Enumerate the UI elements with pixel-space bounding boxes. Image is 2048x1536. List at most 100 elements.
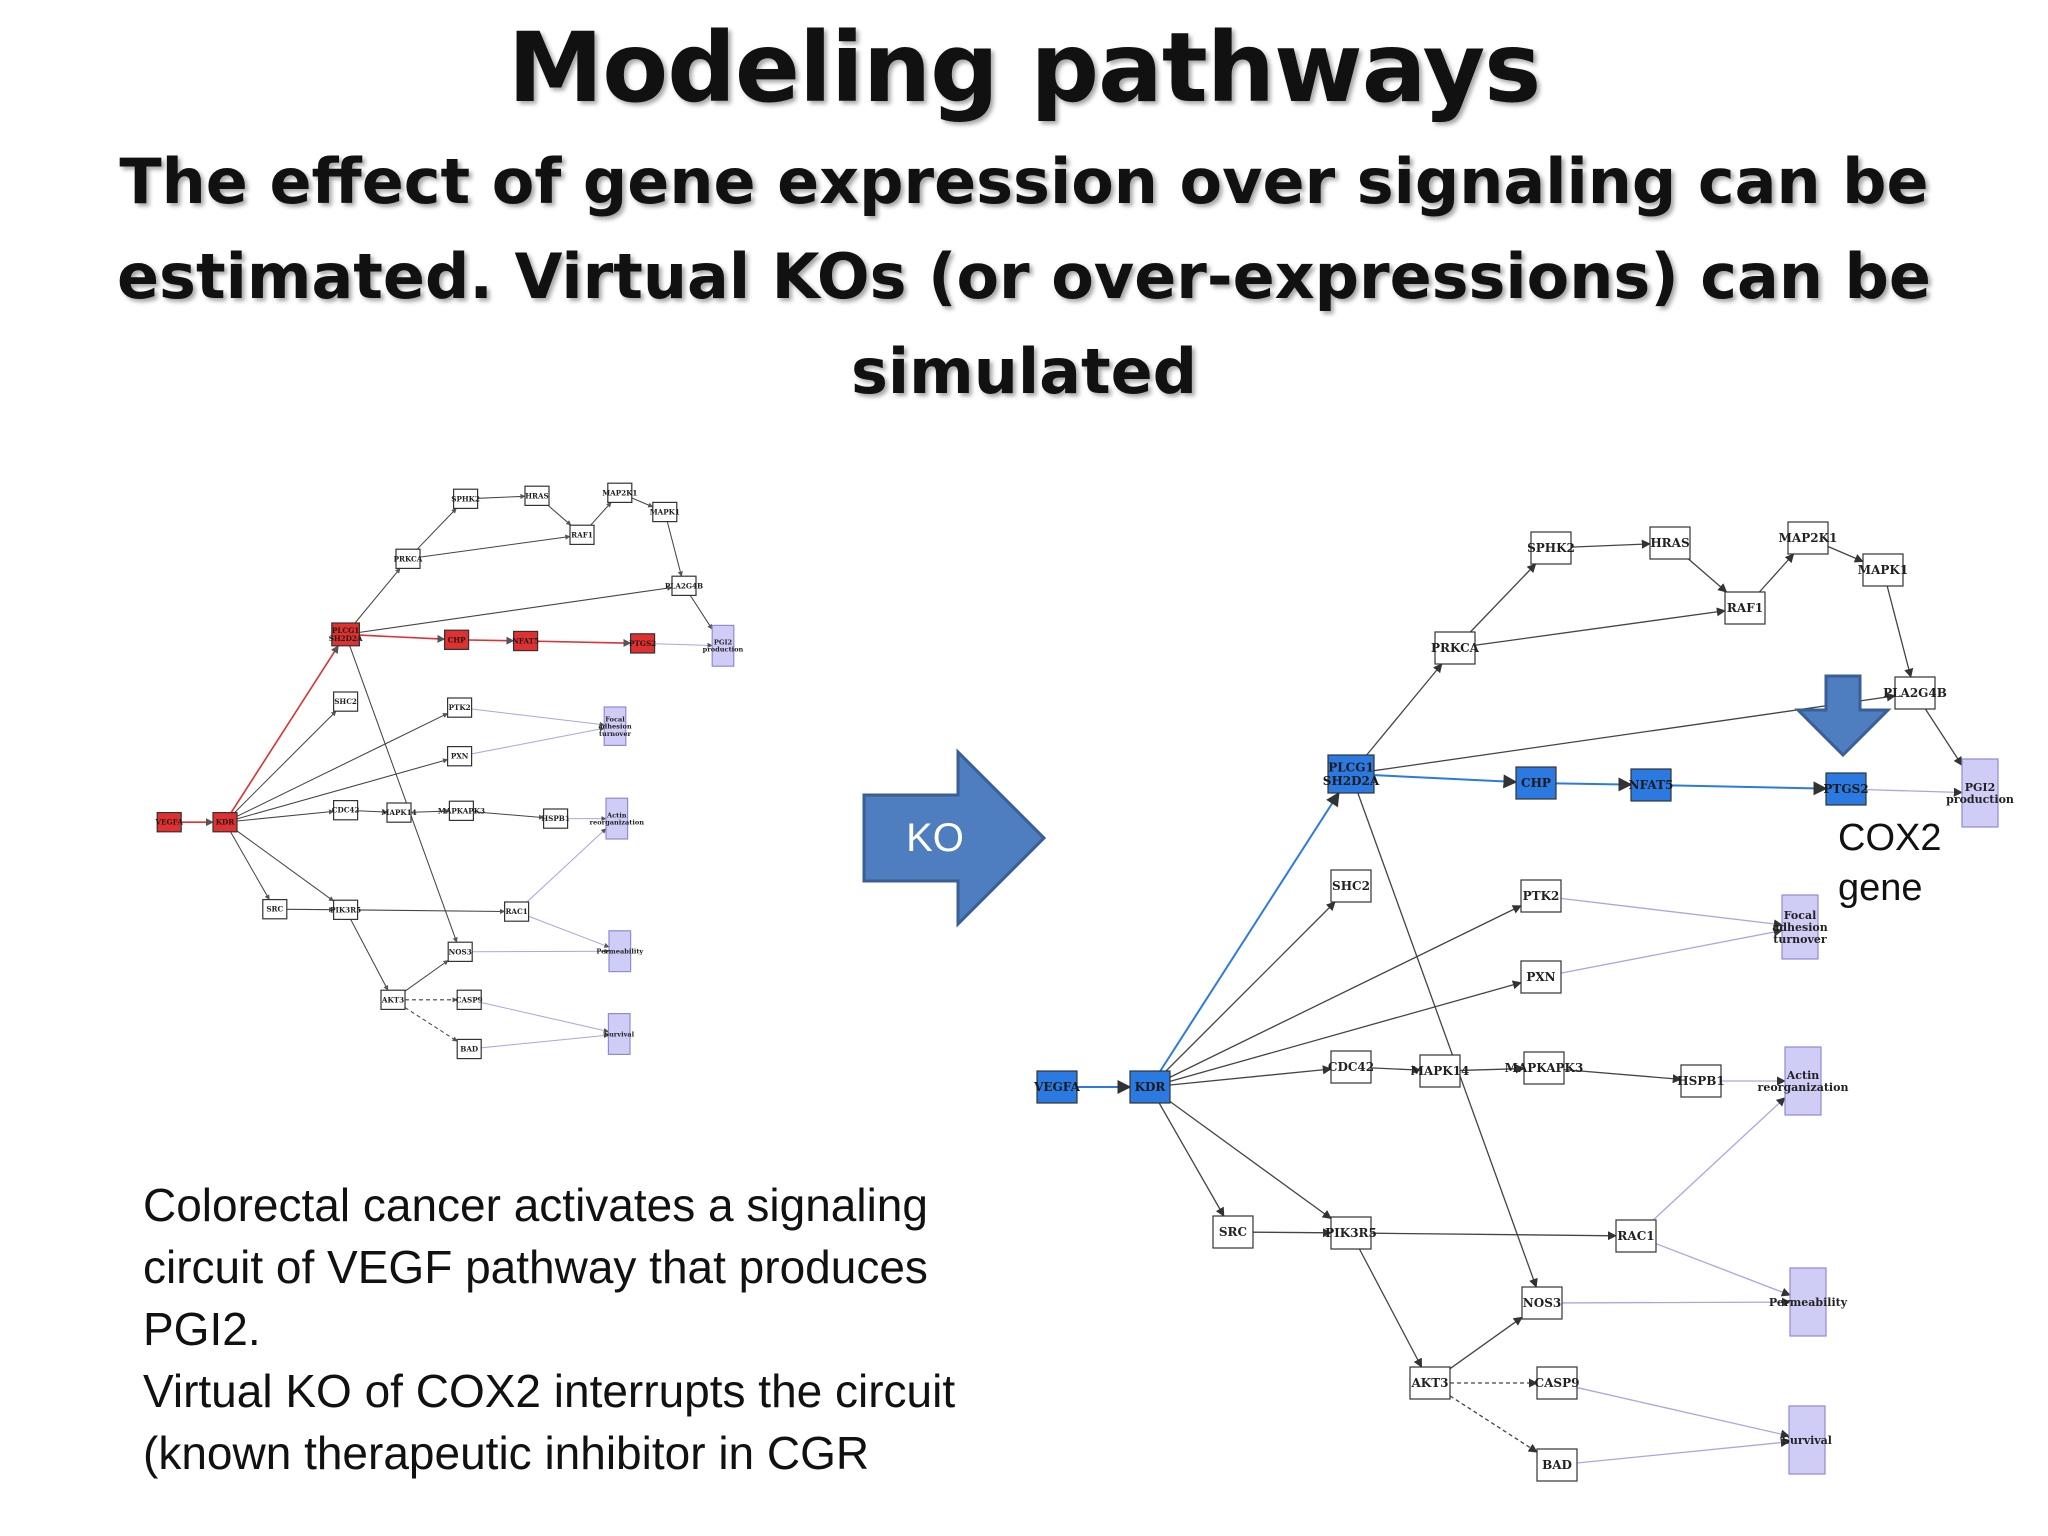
node-surv xyxy=(1788,1405,1826,1475)
node-pla2g4b xyxy=(671,575,697,597)
edge-akt3-bad xyxy=(1449,1395,1538,1453)
node-actin xyxy=(605,797,629,840)
node-cdc42 xyxy=(333,799,359,821)
node-label-nfat5: NFAT5 xyxy=(512,637,539,646)
node-prkca xyxy=(395,548,421,570)
node-label-nfat5: NFAT5 xyxy=(1629,778,1674,792)
node-kdr xyxy=(212,811,238,833)
edge-kdr-ptk2 xyxy=(1169,905,1522,1078)
edge-hras-raf1 xyxy=(1688,558,1728,593)
node-nfat5 xyxy=(1630,768,1672,802)
node-ptk2 xyxy=(447,697,473,718)
node-label-rac1: RAC1 xyxy=(1617,1229,1654,1243)
node-label-hspb1: HSPB1 xyxy=(541,814,569,823)
slide-subtitle-line-3: simulated xyxy=(850,335,1198,408)
node-mapk14 xyxy=(386,802,412,823)
node-label-kdr: KDR xyxy=(1135,1080,1167,1094)
node-focal xyxy=(1781,894,1819,960)
ko-arrow: KO xyxy=(862,748,1047,928)
node-label-vegfa: VEGFA xyxy=(1033,1080,1081,1094)
edge-rac1-actin xyxy=(1652,1097,1786,1221)
node-label-ptgs2: PTGS2 xyxy=(1823,782,1868,796)
node-label-akt3: AKT3 xyxy=(381,995,404,1004)
node-label-kdr: KDR xyxy=(216,818,235,827)
node-label-pla2g4b: PLA2G4B xyxy=(1883,686,1947,700)
node-mapk14 xyxy=(1419,1054,1461,1088)
edge-cdc42-mapk14 xyxy=(357,809,388,815)
node-label-mapk1: MAPK1 xyxy=(1858,563,1908,577)
node-label-prkca: PRKCA xyxy=(394,554,423,563)
node-label-ptk2: PTK2 xyxy=(1523,889,1560,903)
edge-mapk14-mapkapk3 xyxy=(410,808,450,814)
edge-plcg1-chp xyxy=(1373,774,1518,789)
node-label-surv: Survival xyxy=(604,1030,634,1038)
node-casp9 xyxy=(1536,1366,1578,1400)
edge-kdr-plcg1 xyxy=(230,645,339,814)
node-label-chp: CHP xyxy=(1521,776,1551,790)
edge-sphk2-hras xyxy=(477,493,526,500)
cox2-gene-label: gene xyxy=(1838,867,1923,909)
node-src xyxy=(1212,1215,1254,1249)
node-label-mapk14: MAPK14 xyxy=(381,808,416,817)
node-perm xyxy=(1789,1267,1827,1337)
edge-ptk2-focal xyxy=(1560,897,1783,929)
node-kdr xyxy=(1129,1070,1171,1104)
edge-kdr-pik3r5 xyxy=(1169,1101,1332,1220)
cox2-label: COX2 xyxy=(1838,817,1942,859)
node-label-mapkapk3: MAPKAPK3 xyxy=(438,806,485,815)
edge-map2k1-mapk1 xyxy=(631,497,654,508)
edge-nos3-perm xyxy=(472,948,610,954)
node-label-bad: BAD xyxy=(460,1045,478,1054)
node-ptgs2 xyxy=(1825,772,1867,806)
edge-chp-nfat5 xyxy=(1555,777,1633,792)
node-hras xyxy=(524,485,550,507)
node-label-pla2g4b: PLA2G4B xyxy=(665,581,703,590)
edge-akt3-bad xyxy=(404,1007,458,1042)
node-hspb1 xyxy=(542,808,569,829)
edge-prkca-sphk2 xyxy=(1469,563,1537,633)
node-label-map2k1: MAP2K1 xyxy=(1779,531,1838,545)
node-prkca xyxy=(1434,631,1476,665)
edge-bad-surv xyxy=(481,1032,609,1049)
edge-mapk1-pla2g4b xyxy=(1886,585,1914,678)
node-label-pxn: PXN xyxy=(451,752,469,761)
node-shc2 xyxy=(333,691,359,712)
slide-title: Modeling pathways xyxy=(507,12,1542,124)
edge-kdr-pxn xyxy=(236,758,449,820)
node-label-casp9: CASP9 xyxy=(1535,1376,1580,1390)
node-label-shc2: SHC2 xyxy=(334,697,357,706)
edge-pla2g4b-pgi2 xyxy=(689,595,713,630)
ptgs2-down-arrow xyxy=(1794,674,1892,758)
node-label-map2k1: MAP2K1 xyxy=(602,488,637,497)
edge-akt3-nos3 xyxy=(404,959,449,992)
node-chp xyxy=(1515,766,1557,800)
ko-arrow-label: KO xyxy=(906,816,964,860)
node-nfat5 xyxy=(512,630,539,652)
node-label-hras: HRAS xyxy=(1650,536,1689,550)
edge-raf1-map2k1 xyxy=(590,502,612,526)
node-mapk1 xyxy=(652,501,678,523)
edge-sphk2-hras xyxy=(1570,539,1651,549)
edge-pik3r5-rac1 xyxy=(357,908,506,915)
edge-casp9-surv xyxy=(481,1002,609,1034)
node-label-pxn: PXN xyxy=(1526,970,1555,984)
edge-kdr-cdc42 xyxy=(1169,1065,1332,1086)
node-pxn xyxy=(1520,960,1562,994)
edge-src-pik3r5 xyxy=(1252,1228,1332,1238)
ko-arrow-shape xyxy=(862,748,1047,928)
node-shc2 xyxy=(1330,869,1372,903)
edge-pik3r5-akt3 xyxy=(1358,1248,1423,1368)
edge-plcg1-nos3 xyxy=(349,645,458,943)
node-ptgs2 xyxy=(629,633,656,654)
node-pik3r5 xyxy=(333,899,359,921)
edge-akt3-nos3 xyxy=(1449,1316,1523,1370)
node-cdc42 xyxy=(1330,1050,1372,1084)
edge-bad-surv xyxy=(1576,1438,1790,1464)
node-label-casp9: CASP9 xyxy=(456,995,483,1004)
edge-map2k1-mapk1 xyxy=(1827,545,1864,563)
